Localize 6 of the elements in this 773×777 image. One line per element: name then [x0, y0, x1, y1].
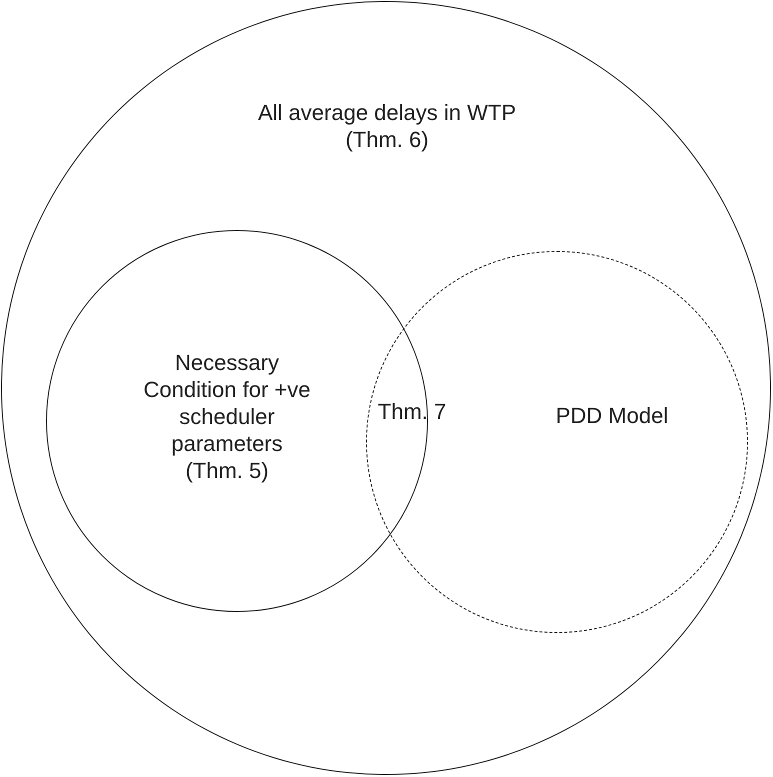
overlap-label: Thm. 7: [376, 398, 448, 425]
set-label: Necessary Condition for +ve scheduler parameters (Thm. 5): [142, 349, 312, 484]
set-label: All average delays in WTP (Thm. 6): [257, 99, 517, 153]
venn-circle: [46, 230, 428, 612]
set-label: PDD Model: [554, 402, 670, 429]
venn-circle: [366, 251, 748, 633]
